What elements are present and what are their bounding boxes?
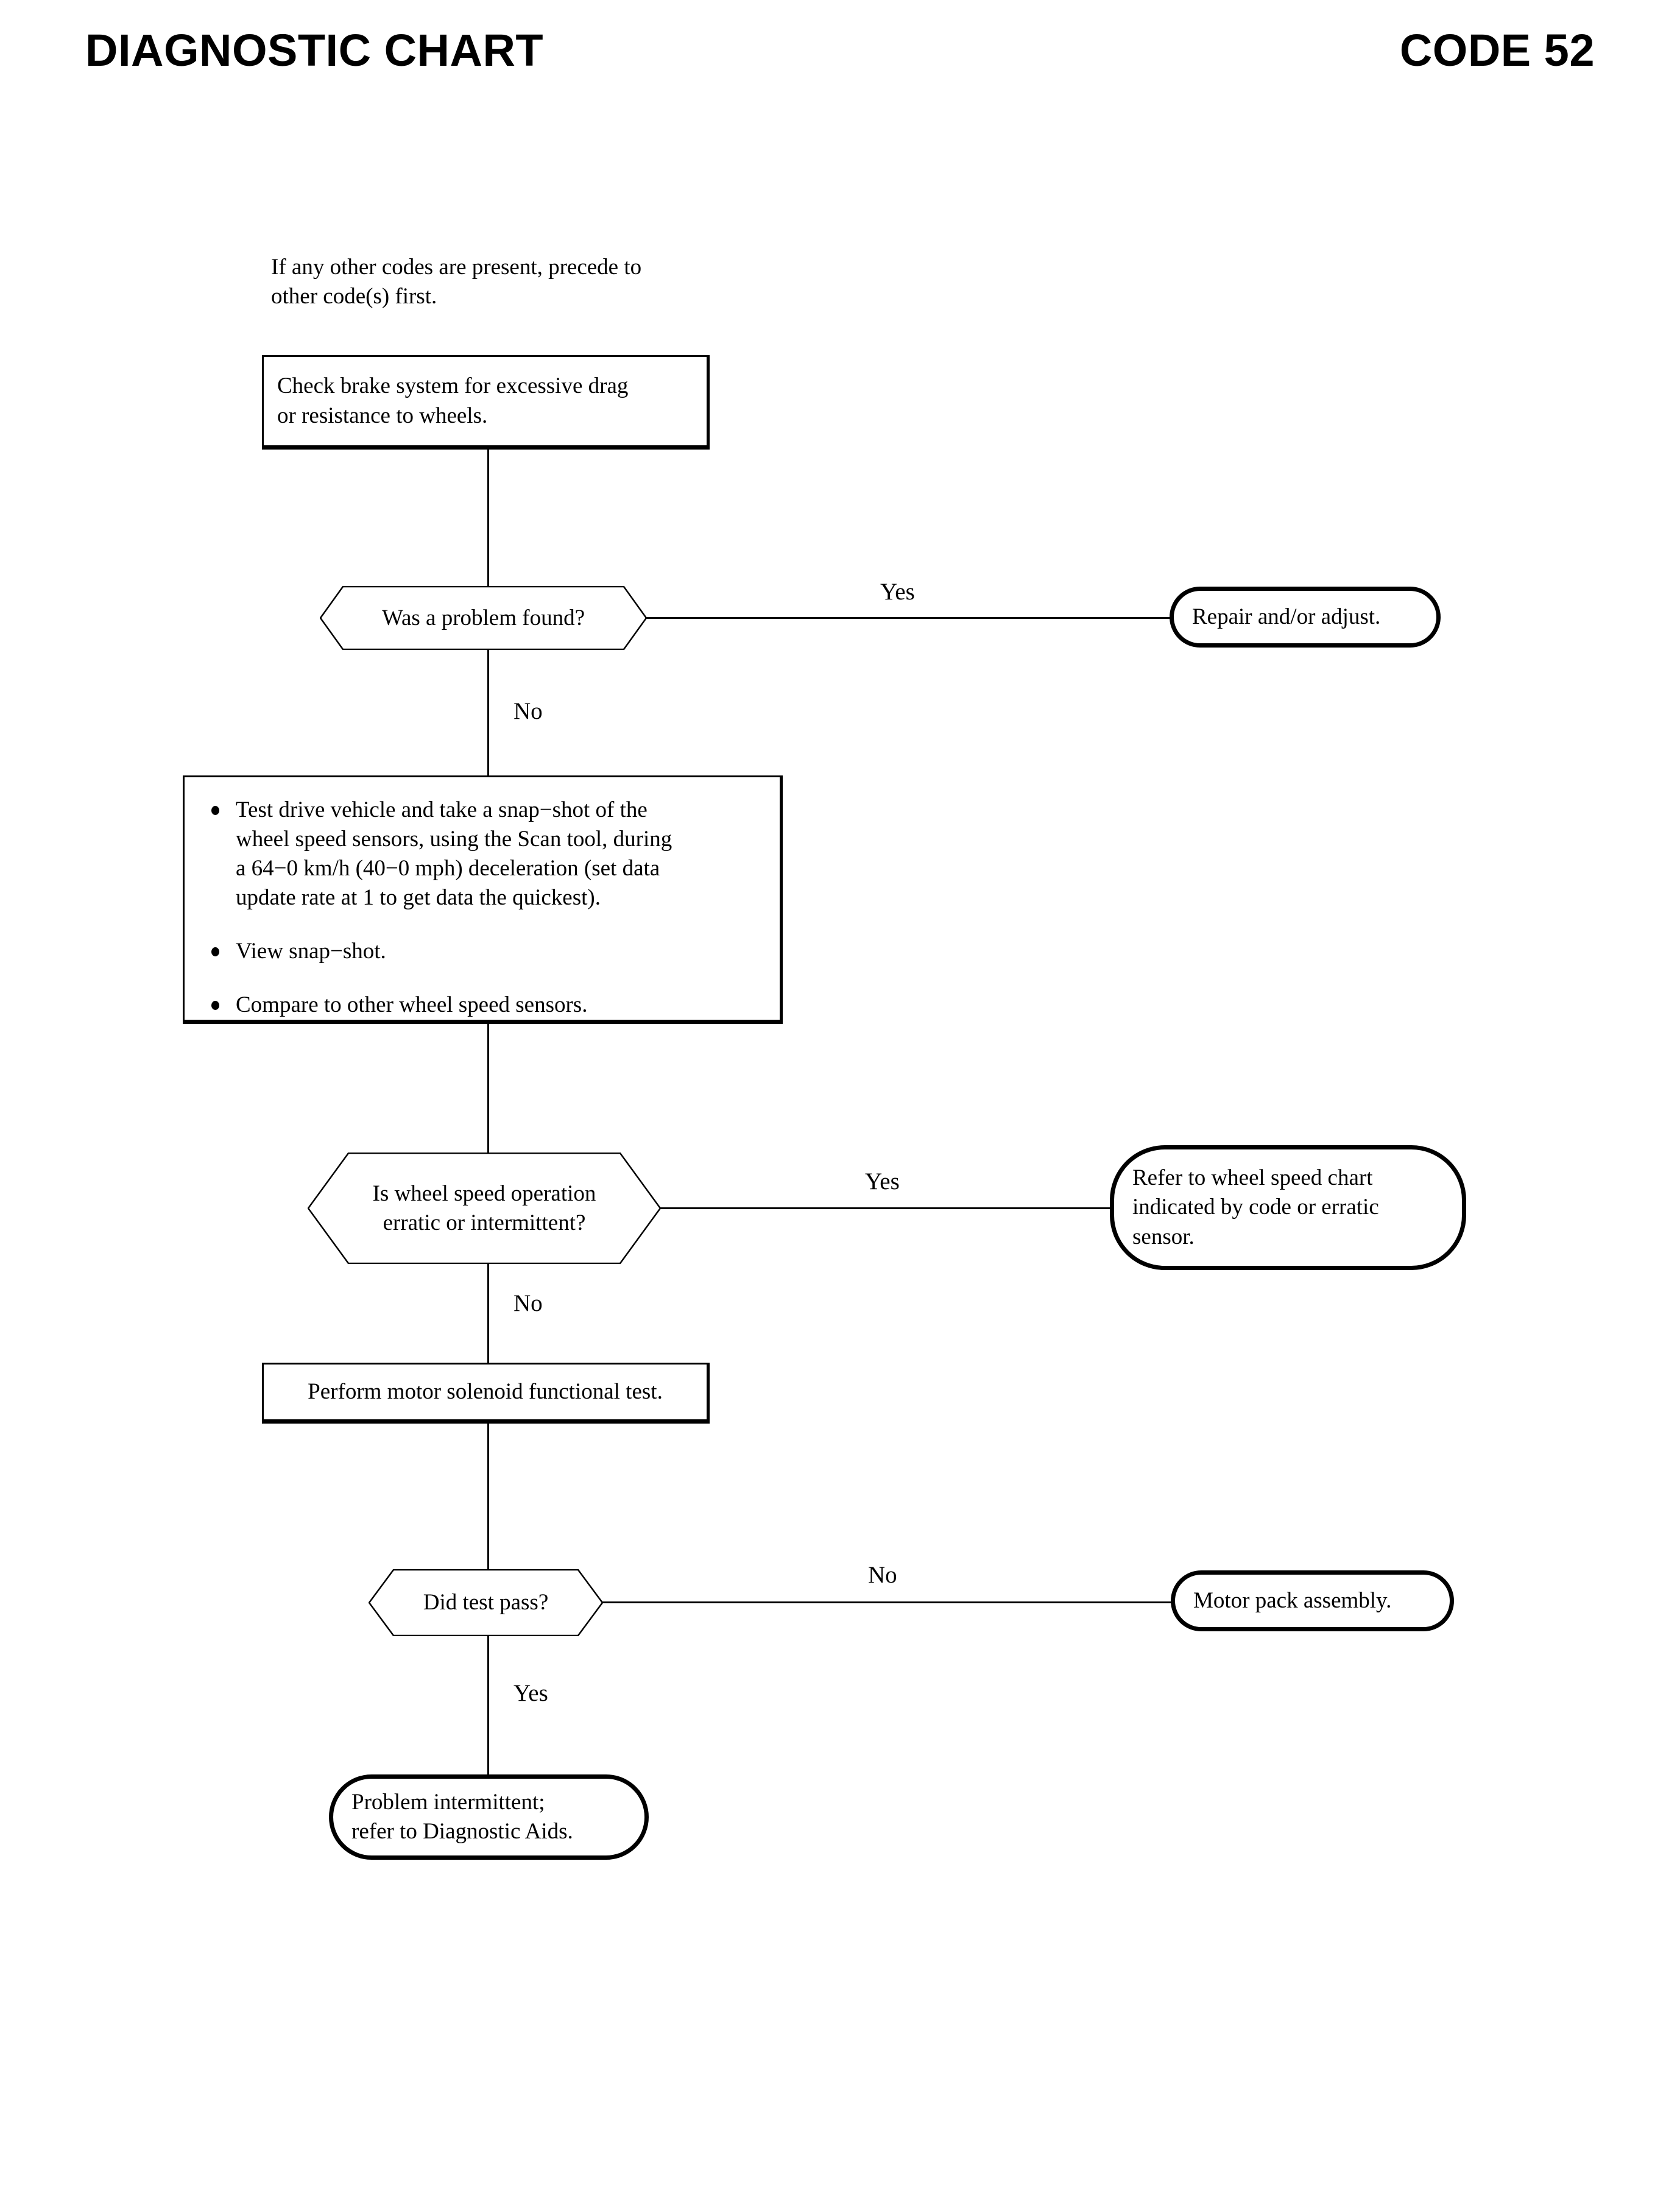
connector-snapshot-to-decision2 — [487, 1024, 489, 1154]
page-title: DIAGNOSTIC CHART — [85, 25, 544, 76]
process-motor-solenoid-test-label: Perform motor solenoid functional test. — [308, 1379, 663, 1404]
decision-did-test-pass-label: Did test pass? — [423, 1590, 549, 1615]
list-item: Test drive vehicle and take a snap−shot … — [198, 796, 769, 913]
decision-was-problem-found-label: Was a problem found? — [382, 605, 585, 630]
terminal-refer-wheel-speed-chart-label: Refer to wheel speed chart indicated by … — [1132, 1165, 1379, 1249]
branch-label-decision1-yes: Yes — [880, 579, 915, 605]
decision-did-test-pass: Did test pass? — [369, 1569, 603, 1636]
connector-decision2-no — [487, 1263, 489, 1363]
branch-label-decision1-no: No — [514, 698, 543, 724]
intro-note: If any other codes are present, precede … — [271, 255, 642, 309]
process-motor-solenoid-test: Perform motor solenoid functional test. — [262, 1363, 710, 1424]
terminal-motor-pack-assembly: Motor pack assembly. — [1171, 1570, 1454, 1631]
hexagon-shape — [320, 586, 647, 650]
list-item: View snap−shot. — [198, 937, 769, 966]
process-snapshot-steps: Test drive vehicle and take a snap−shot … — [183, 775, 783, 1024]
terminal-motor-pack-assembly-label: Motor pack assembly. — [1193, 1587, 1392, 1613]
decision-was-problem-found: Was a problem found? — [320, 586, 647, 650]
terminal-problem-intermittent: Problem intermittent; refer to Diagnosti… — [329, 1774, 649, 1860]
branch-label-decision3-no: No — [868, 1562, 897, 1588]
connector-solenoid-to-decision3 — [487, 1424, 489, 1570]
process-check-brake-system: Check brake system for excessive drag or… — [262, 355, 710, 450]
terminal-problem-intermittent-label: Problem intermittent; refer to Diagnosti… — [351, 1789, 573, 1844]
connector-decision3-yes — [487, 1636, 489, 1807]
connector-brake-to-decision1 — [487, 450, 489, 587]
hexagon-shape — [369, 1569, 603, 1636]
terminal-repair-adjust-label: Repair and/or adjust. — [1192, 604, 1381, 629]
branch-label-decision2-no: No — [514, 1290, 543, 1316]
decision-wheel-speed-erratic-label: Is wheel speed operation erratic or inte… — [372, 1181, 596, 1235]
connector-decision3-no — [602, 1601, 1173, 1603]
process-check-brake-system-label: Check brake system for excessive drag or… — [277, 373, 629, 428]
terminal-repair-adjust: Repair and/or adjust. — [1170, 587, 1441, 648]
connector-decision1-yes — [646, 617, 1171, 619]
hexagon-shape — [308, 1153, 661, 1264]
connector-decision2-yes — [660, 1207, 1110, 1209]
snapshot-bullet-list: Test drive vehicle and take a snap−shot … — [198, 796, 769, 1020]
decision-wheel-speed-erratic: Is wheel speed operation erratic or inte… — [308, 1153, 661, 1264]
list-item: Compare to other wheel speed sensors. — [198, 990, 769, 1020]
code-label: CODE 52 — [1399, 25, 1595, 76]
branch-label-decision3-yes: Yes — [514, 1680, 548, 1706]
branch-label-decision2-yes: Yes — [865, 1168, 900, 1195]
connector-decision1-no — [487, 649, 489, 776]
terminal-refer-wheel-speed-chart: Refer to wheel speed chart indicated by … — [1110, 1145, 1466, 1270]
